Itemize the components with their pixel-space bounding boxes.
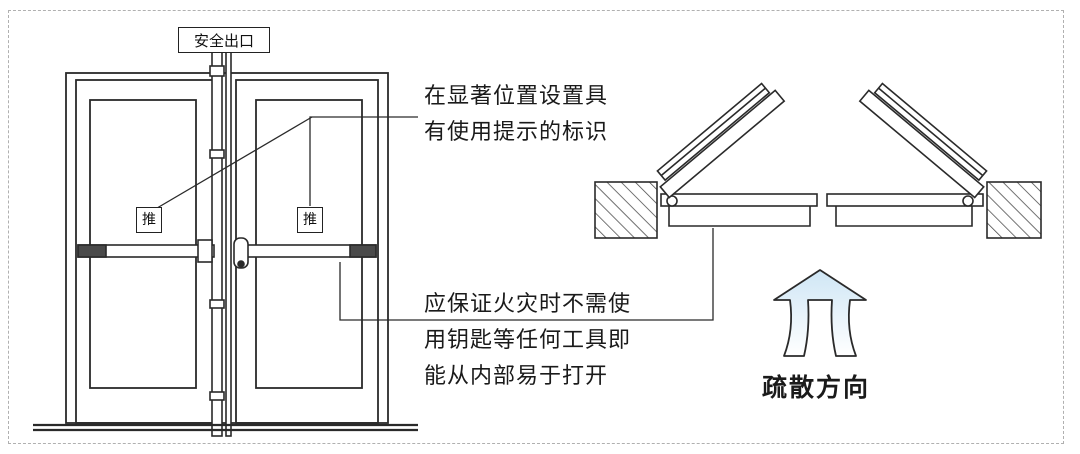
plan-view <box>594 82 1042 239</box>
evacuation-direction-label: 疏散方向 <box>762 373 871 402</box>
note-bottom-line-2: 用钥匙等任何工具即 <box>424 328 632 353</box>
note-top-line-1: 在显著位置设置具 <box>424 84 609 109</box>
plan-left-leaf-open <box>656 82 786 199</box>
evacuation-arrow <box>773 269 867 357</box>
floor <box>33 423 418 432</box>
plan-left-leaf-closed <box>660 193 818 207</box>
dashed-frame <box>8 10 1064 444</box>
center-rod <box>209 51 232 437</box>
leader-lines <box>151 116 714 321</box>
note-bottom-line-1: 应保证火灾时不需使 <box>424 292 632 317</box>
leader-top-left <box>151 116 313 212</box>
note-top-line-2: 有使用提示的标识 <box>424 120 609 145</box>
right-push-bar <box>233 237 377 269</box>
plan-right-leaf-closed <box>826 193 984 207</box>
left-wall <box>594 181 658 239</box>
right-door-glass <box>255 99 363 389</box>
right-wall <box>986 181 1042 239</box>
leader-bottom <box>339 228 714 321</box>
left-push-bar <box>77 239 215 263</box>
push-label-right: 推 <box>297 207 323 233</box>
exit-sign: 安全出口 <box>178 27 270 53</box>
leader-top-right <box>309 116 418 206</box>
note-bottom-line-3: 能从内部易于打开 <box>424 364 609 389</box>
left-door-glass <box>89 99 197 389</box>
push-label-left: 推 <box>136 207 162 233</box>
plan-right-leaf-open <box>858 82 988 199</box>
